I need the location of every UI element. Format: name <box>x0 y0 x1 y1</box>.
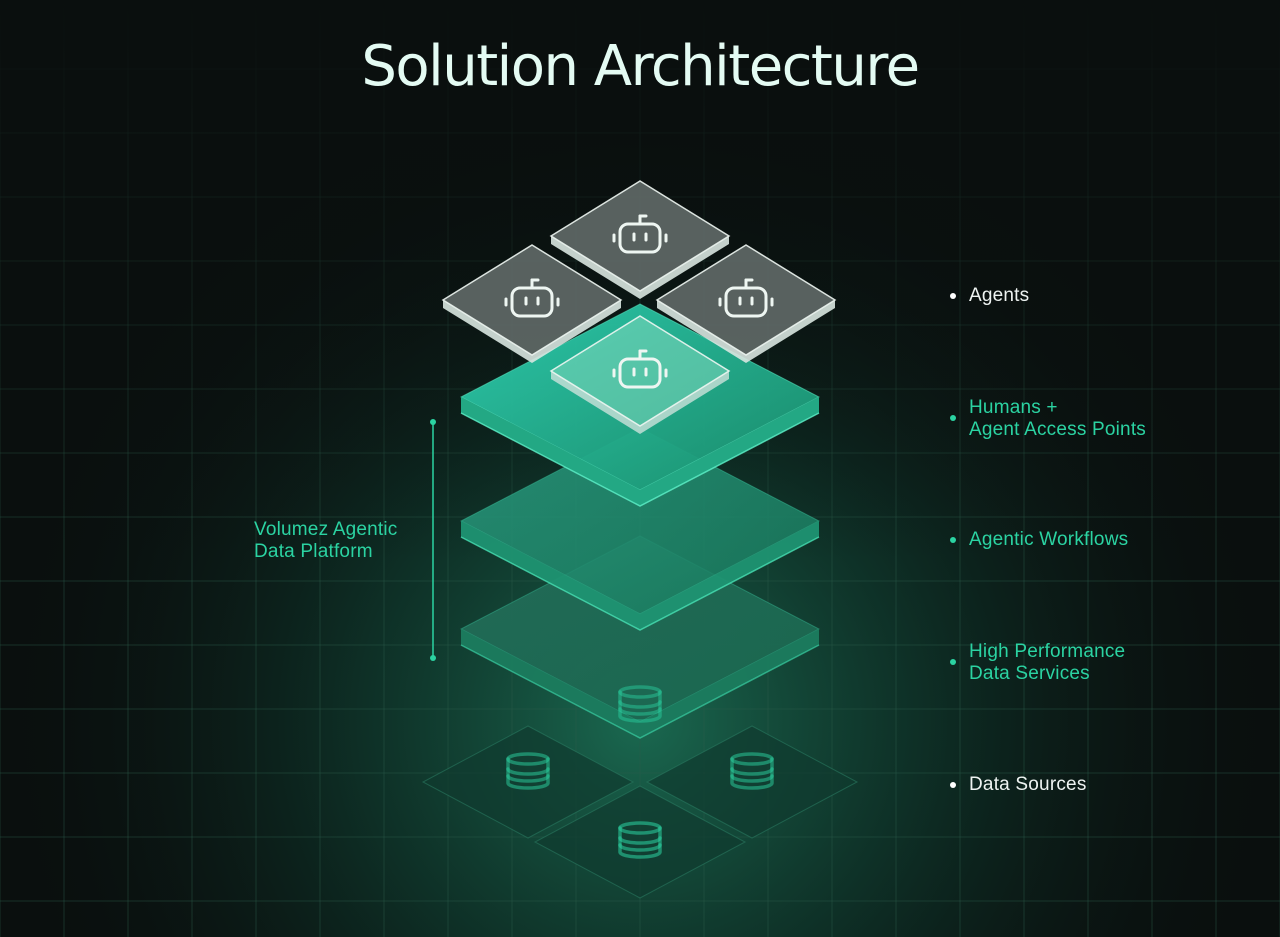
data-sources-label-line: Data Sources <box>969 774 1087 796</box>
agents-label: Agents <box>969 285 1029 307</box>
access-points-label-line-2: Agent Access Points <box>969 419 1146 441</box>
page-title: Solution Architecture <box>0 34 1280 99</box>
data-services-label: High Performance Data Services <box>969 641 1125 685</box>
platform-label-line-1: Volumez Agentic <box>254 519 397 541</box>
platform-label: Volumez Agentic Data Platform <box>254 519 397 563</box>
data-services-label-line-1: High Performance <box>969 641 1125 663</box>
data-services-label-line-2: Data Services <box>969 663 1125 685</box>
platform-label-line-2: Data Platform <box>254 541 397 563</box>
workflows-label: Agentic Workflows <box>969 529 1128 551</box>
workflows-label-line: Agentic Workflows <box>969 529 1128 551</box>
access-points-label-line-1: Humans + <box>969 397 1146 419</box>
access-points-label: Humans + Agent Access Points <box>969 397 1146 441</box>
data-sources-label: Data Sources <box>969 774 1087 796</box>
agents-label-line: Agents <box>969 285 1029 307</box>
